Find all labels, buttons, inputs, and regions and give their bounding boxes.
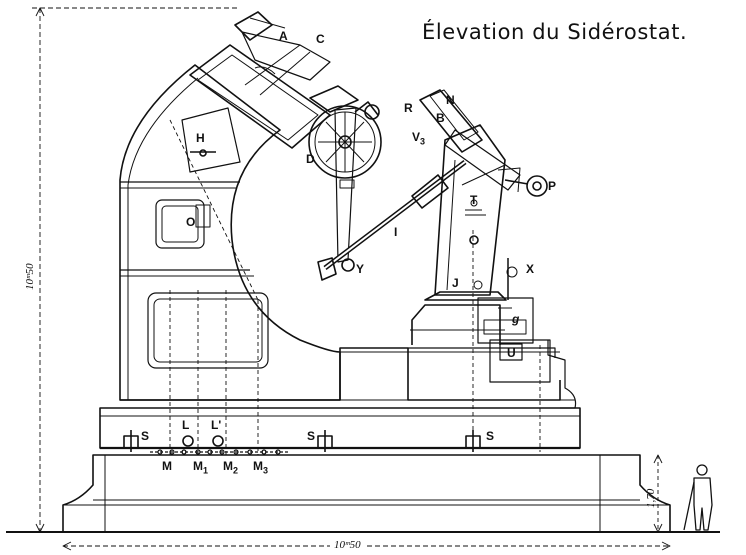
main-column	[119, 64, 341, 401]
label-x: X	[526, 262, 535, 276]
label-h: H	[196, 131, 205, 145]
label-j: J	[452, 276, 459, 290]
label-v3: V3	[412, 131, 425, 147]
label-p: P	[548, 179, 557, 193]
upper-mirror-assembly	[189, 11, 331, 149]
label-c: C	[316, 32, 325, 46]
height-dimension-label: 10ᵐ50	[24, 263, 36, 290]
plinth	[99, 407, 581, 449]
page-title: Élevation du Sidérostat.	[422, 20, 688, 44]
masonry-base	[62, 454, 671, 532]
label-t: T	[470, 193, 478, 207]
label-m1-letter: M	[193, 459, 203, 473]
bolt-s-middle	[317, 430, 333, 452]
label-s-middle: S	[307, 429, 316, 443]
label-m: M	[162, 459, 172, 473]
label-m3-letter: M	[253, 459, 263, 473]
label-l-prime: L'	[211, 418, 222, 432]
drive-wheel-d	[308, 85, 382, 263]
label-s-right: S	[486, 429, 495, 443]
bolt-s-left	[123, 430, 139, 452]
label-s-left: S	[141, 429, 150, 443]
label-m2: M2	[223, 460, 238, 476]
label-v3-sub: 3	[420, 136, 426, 147]
label-u: U	[507, 346, 516, 360]
label-l: L	[182, 418, 190, 432]
label-i: I	[394, 225, 398, 239]
width-dimension-line	[62, 541, 671, 551]
label-a: A	[279, 29, 288, 43]
label-m2-sub: 2	[233, 465, 239, 476]
label-o: O	[186, 215, 196, 229]
base-dimension-line	[653, 454, 663, 533]
clockwork-housing	[473, 258, 551, 383]
base-height-label: 1,70	[645, 488, 657, 508]
screw-l	[182, 435, 194, 447]
right-stand	[408, 124, 556, 358]
label-m3: M3	[253, 460, 268, 476]
coelostat-mirror-box	[419, 89, 548, 245]
label-n: N	[446, 93, 455, 107]
label-m1-sub: 1	[203, 465, 209, 476]
label-v3-letter: V	[412, 130, 421, 144]
height-dimension-line	[32, 7, 240, 533]
label-d: D	[306, 152, 315, 166]
roller-chain	[150, 449, 290, 455]
label-g: g	[512, 312, 520, 326]
width-dimension-label: 10ᵐ50	[330, 539, 365, 551]
label-y: Y	[356, 262, 365, 276]
label-m1: M1	[193, 460, 208, 476]
label-m3-sub: 3	[263, 465, 269, 476]
screw-l-prime	[212, 435, 224, 447]
column-base	[120, 347, 561, 401]
label-r: R	[404, 101, 413, 115]
label-m2-letter: M	[223, 459, 233, 473]
human-scale-figure	[683, 464, 713, 531]
construction-lines	[169, 119, 541, 455]
label-b: B	[436, 111, 445, 125]
